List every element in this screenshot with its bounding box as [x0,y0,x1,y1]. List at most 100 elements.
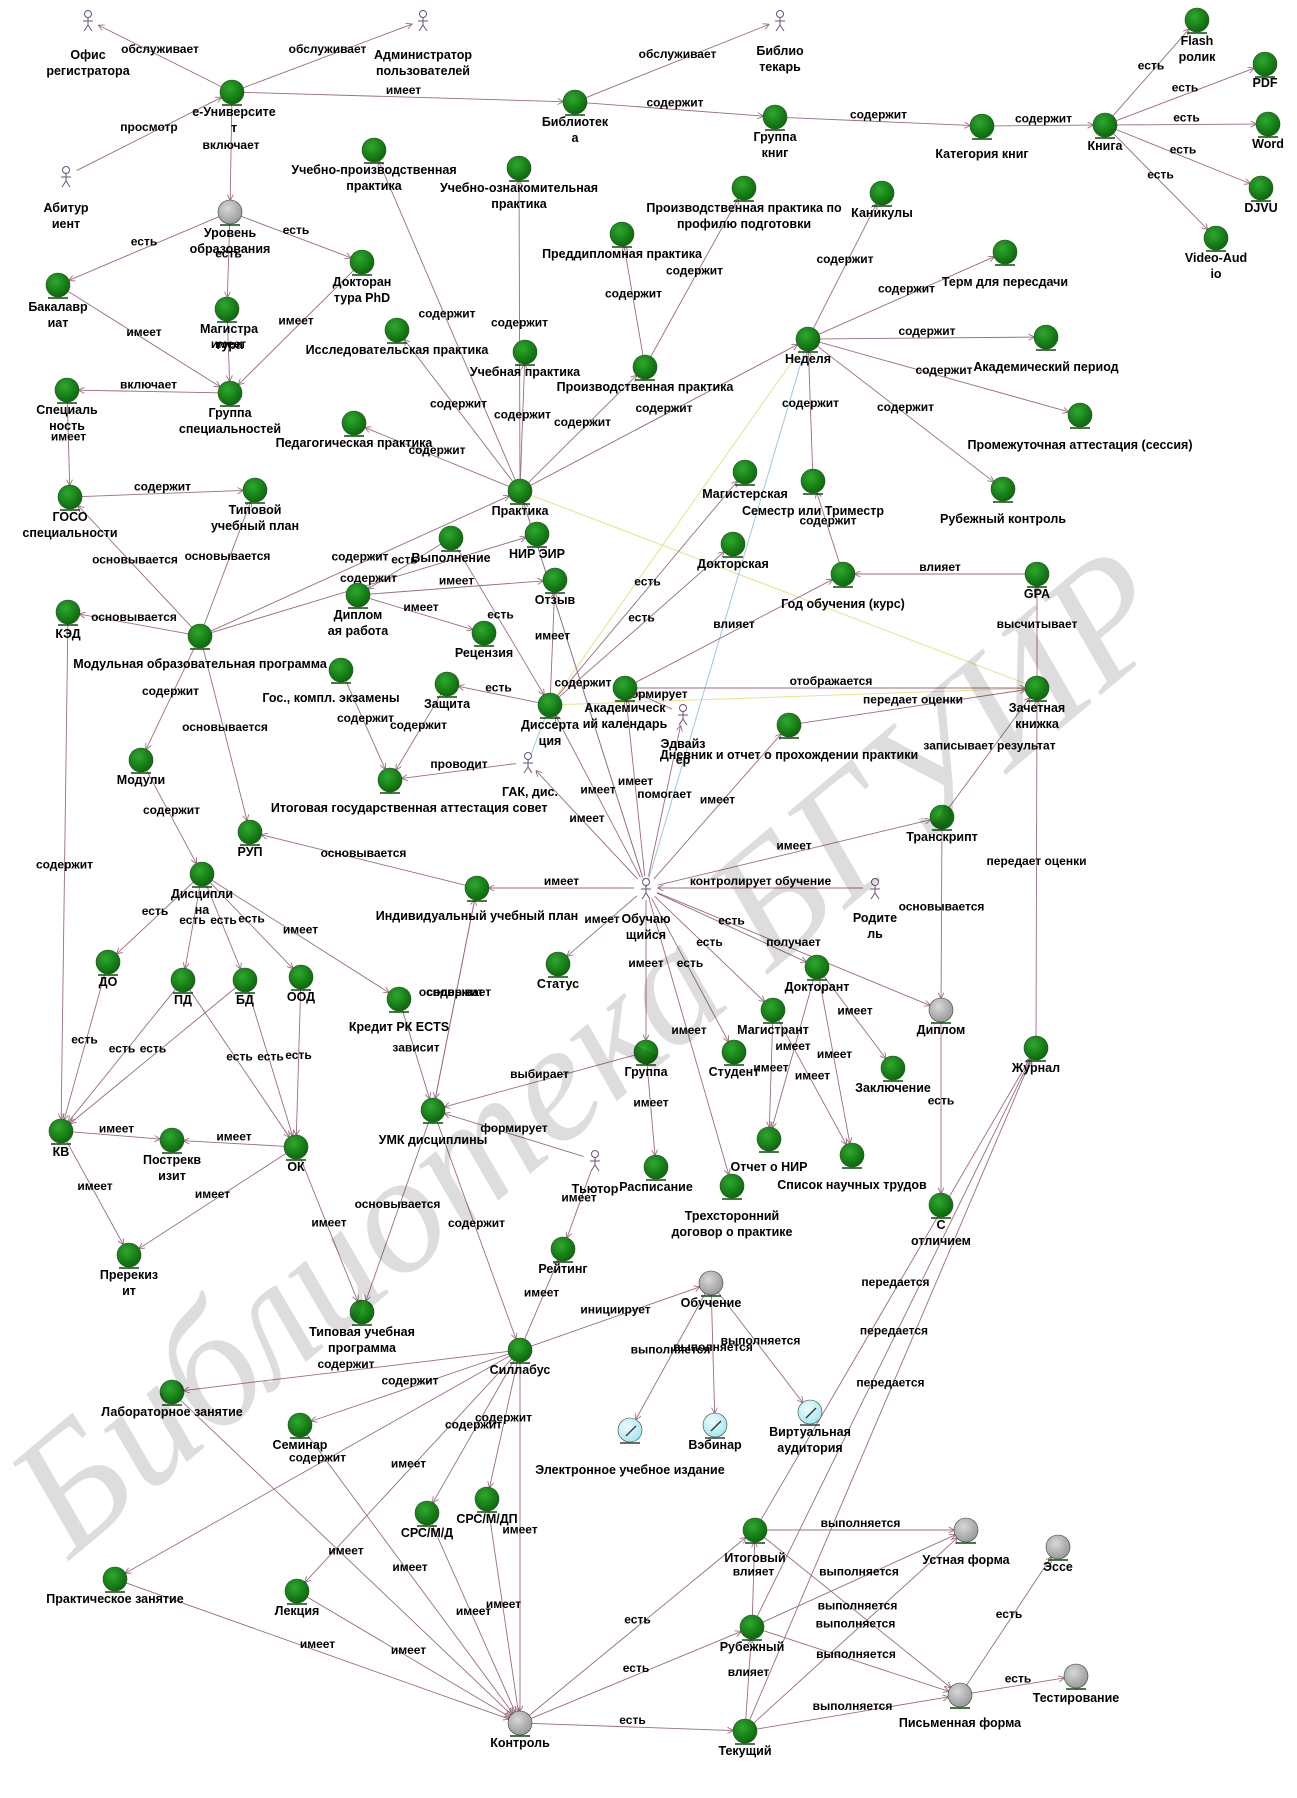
node-eedition[interactable]: Электронное учебное издание [535,1417,725,1477]
node-syllabus[interactable]: Силлабус [490,1337,551,1377]
node-credit[interactable]: Кредит РК ECTS [349,986,449,1034]
node-diplom[interactable]: Диплом [917,997,966,1037]
node-journal[interactable]: Журнал [1011,1035,1060,1075]
node-learning[interactable]: Обучение [681,1270,742,1310]
node-transcript[interactable]: Транскрипт [906,804,978,844]
node-bookcat[interactable]: Категория книг [935,113,1029,161]
node-final[interactable]: Итоговый [724,1517,786,1565]
node-ked[interactable]: КЭД [55,599,81,641]
node-library[interactable]: Библиотека [542,89,609,145]
node-midterm[interactable]: Промежуточная аттестация (сессия) [968,402,1193,452]
node-gpa[interactable]: GPA [1024,561,1050,601]
node-rup[interactable]: РУП [238,819,263,859]
node-conclusion[interactable]: Заключение [855,1055,931,1095]
node-lecture[interactable]: Лекция [275,1578,320,1618]
node-recension[interactable]: Рецензия [455,620,513,660]
node-pd[interactable]: ПД [170,967,196,1007]
node-nirreport[interactable]: Отчет о НИР [731,1126,808,1174]
node-studyprac[interactable]: Учебная практика [470,339,581,379]
node-seminar[interactable]: Семинар [273,1412,328,1452]
node-research[interactable]: Исследовательская практика [306,317,490,357]
node-modprog[interactable]: Модульная образовательная программа [73,623,328,671]
node-control[interactable]: Контроль [490,1710,550,1750]
node-perform[interactable]: Выполнение [411,525,491,565]
node-umk[interactable]: УМК дисциплины [379,1097,488,1147]
node-schedule[interactable]: Расписание [619,1154,693,1194]
node-gosexam[interactable]: Гос., компл. экзамены [262,657,400,705]
node-practice[interactable]: Практика [492,478,550,518]
node-frontier[interactable]: Рубежный контроль [940,476,1066,526]
node-srsmd[interactable]: СРС/М/Д [401,1500,453,1540]
node-lab[interactable]: Лабораторное занятие [101,1379,243,1419]
node-nir[interactable]: НИР ЭИР [509,521,565,561]
node-indplan[interactable]: Индивидуальный учебный план [376,875,578,923]
node-week[interactable]: Неделя [785,326,831,366]
node-acadcal[interactable]: Академический календарь [583,675,668,731]
node-defense[interactable]: Защита [424,671,471,711]
node-acadperiod[interactable]: Академический период [973,324,1119,374]
node-doctorant[interactable]: Докторант [785,954,850,994]
node-webinar[interactable]: Вэбинар [688,1412,742,1452]
node-oral[interactable]: Устная форма [922,1517,1011,1567]
node-djvu[interactable]: DJVU [1244,175,1278,215]
node-diary[interactable]: Дневник и отчет о прохождении практики [660,712,918,762]
node-practical[interactable]: Практическое занятие [46,1566,184,1606]
node-igaact[interactable]: Итоговая государственная аттестация [271,767,509,815]
node-book[interactable]: Книга [1087,112,1124,153]
node-gak[interactable]: ГАК, дис.совет [502,752,558,816]
node-bd[interactable]: БД [232,967,258,1007]
node-year[interactable]: Год обучения (курс) [781,561,905,611]
node-tutor[interactable]: Тьютор [572,1150,619,1197]
node-holidays[interactable]: Каникулы [851,180,913,220]
node-rating[interactable]: Рейтинг [538,1236,588,1276]
node-masters[interactable]: Магистерская [702,459,788,501]
node-predipl[interactable]: Преддипломная практика [542,221,703,261]
node-pedprac[interactable]: Педагогическая практика [276,410,434,450]
node-ok[interactable]: ОК [283,1134,309,1174]
node-srsmdp[interactable]: СРС/М/ДП [456,1486,518,1526]
node-do[interactable]: ДО [95,949,121,989]
node-testing[interactable]: Тестирование [1033,1663,1120,1705]
node-word[interactable]: Word [1252,111,1284,151]
node-review[interactable]: Отзыв [535,567,576,607]
node-rubezh[interactable]: Рубежный [720,1614,785,1654]
node-semester[interactable]: Семестр или Триместр [742,468,884,518]
node-current[interactable]: Текущий [718,1718,772,1758]
node-ood[interactable]: ООД [287,964,315,1004]
node-written[interactable]: Письменная форма [899,1682,1022,1730]
node-group[interactable]: Группа [624,1039,669,1079]
node-kv[interactable]: КВ [48,1118,74,1159]
node-doctoral[interactable]: Докторская [697,531,769,571]
node-studentB[interactable]: Студент [709,1039,760,1079]
node-status[interactable]: Статус [537,951,579,991]
node-essay[interactable]: Эссе [1043,1534,1073,1574]
